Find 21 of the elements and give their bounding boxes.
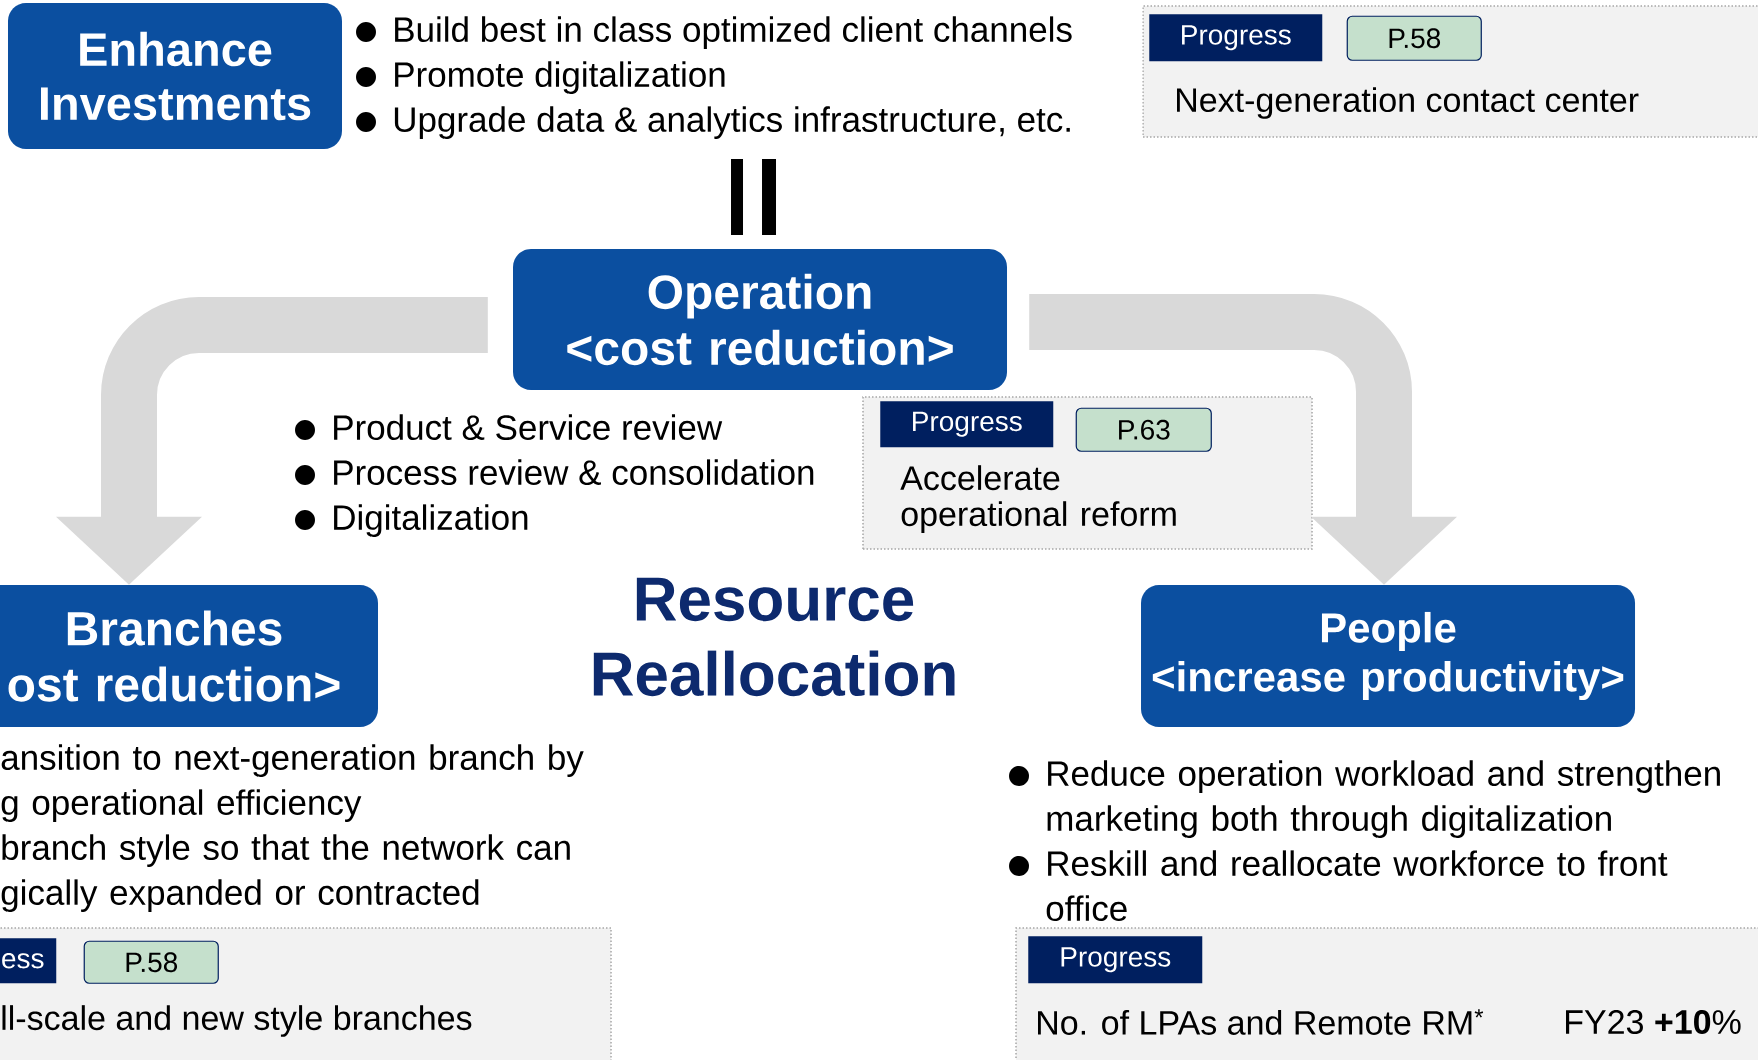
progress-tag: Progress [1149, 14, 1323, 62]
bullet-text: Reskill and reallocate workforce to front office [1046, 850, 1668, 922]
bullet-text: Reduce operation workload and strengthen marketing both through digitalization [1047, 760, 1720, 838]
bullet-text: Build best in class optimized client channels [395, 16, 1072, 49]
heading-box: People <increase productivity> [1141, 585, 1635, 727]
progress-tag: P.58 [1346, 15, 1482, 61]
bullet-text: Process review & consolidation [334, 459, 814, 486]
bullet-text: Digitalization [334, 504, 528, 537]
heading-box: Operation <cost reduction> [513, 249, 1007, 390]
bullet-text: Product & Service review [334, 414, 723, 441]
heading-box: Enhance Investments [8, 3, 342, 149]
bullet-text: branch style so that the network can gically expanded or contracted [1, 834, 570, 912]
heading-box: Branches ost reduction> [0, 585, 378, 727]
progress-tag: P.58 [83, 940, 219, 984]
progress-tag: P.63 [1075, 407, 1212, 452]
title-text: Resource Reallocation [593, 577, 955, 697]
bullet-text: Upgrade data & analytics infrastructure, etc. [394, 106, 1070, 139]
progress-tag: Progress [1028, 936, 1203, 984]
progress-tag: Progress [880, 401, 1054, 448]
bullet-text: Promote digitalization [395, 61, 725, 94]
progress-tag: ess [0, 938, 57, 984]
